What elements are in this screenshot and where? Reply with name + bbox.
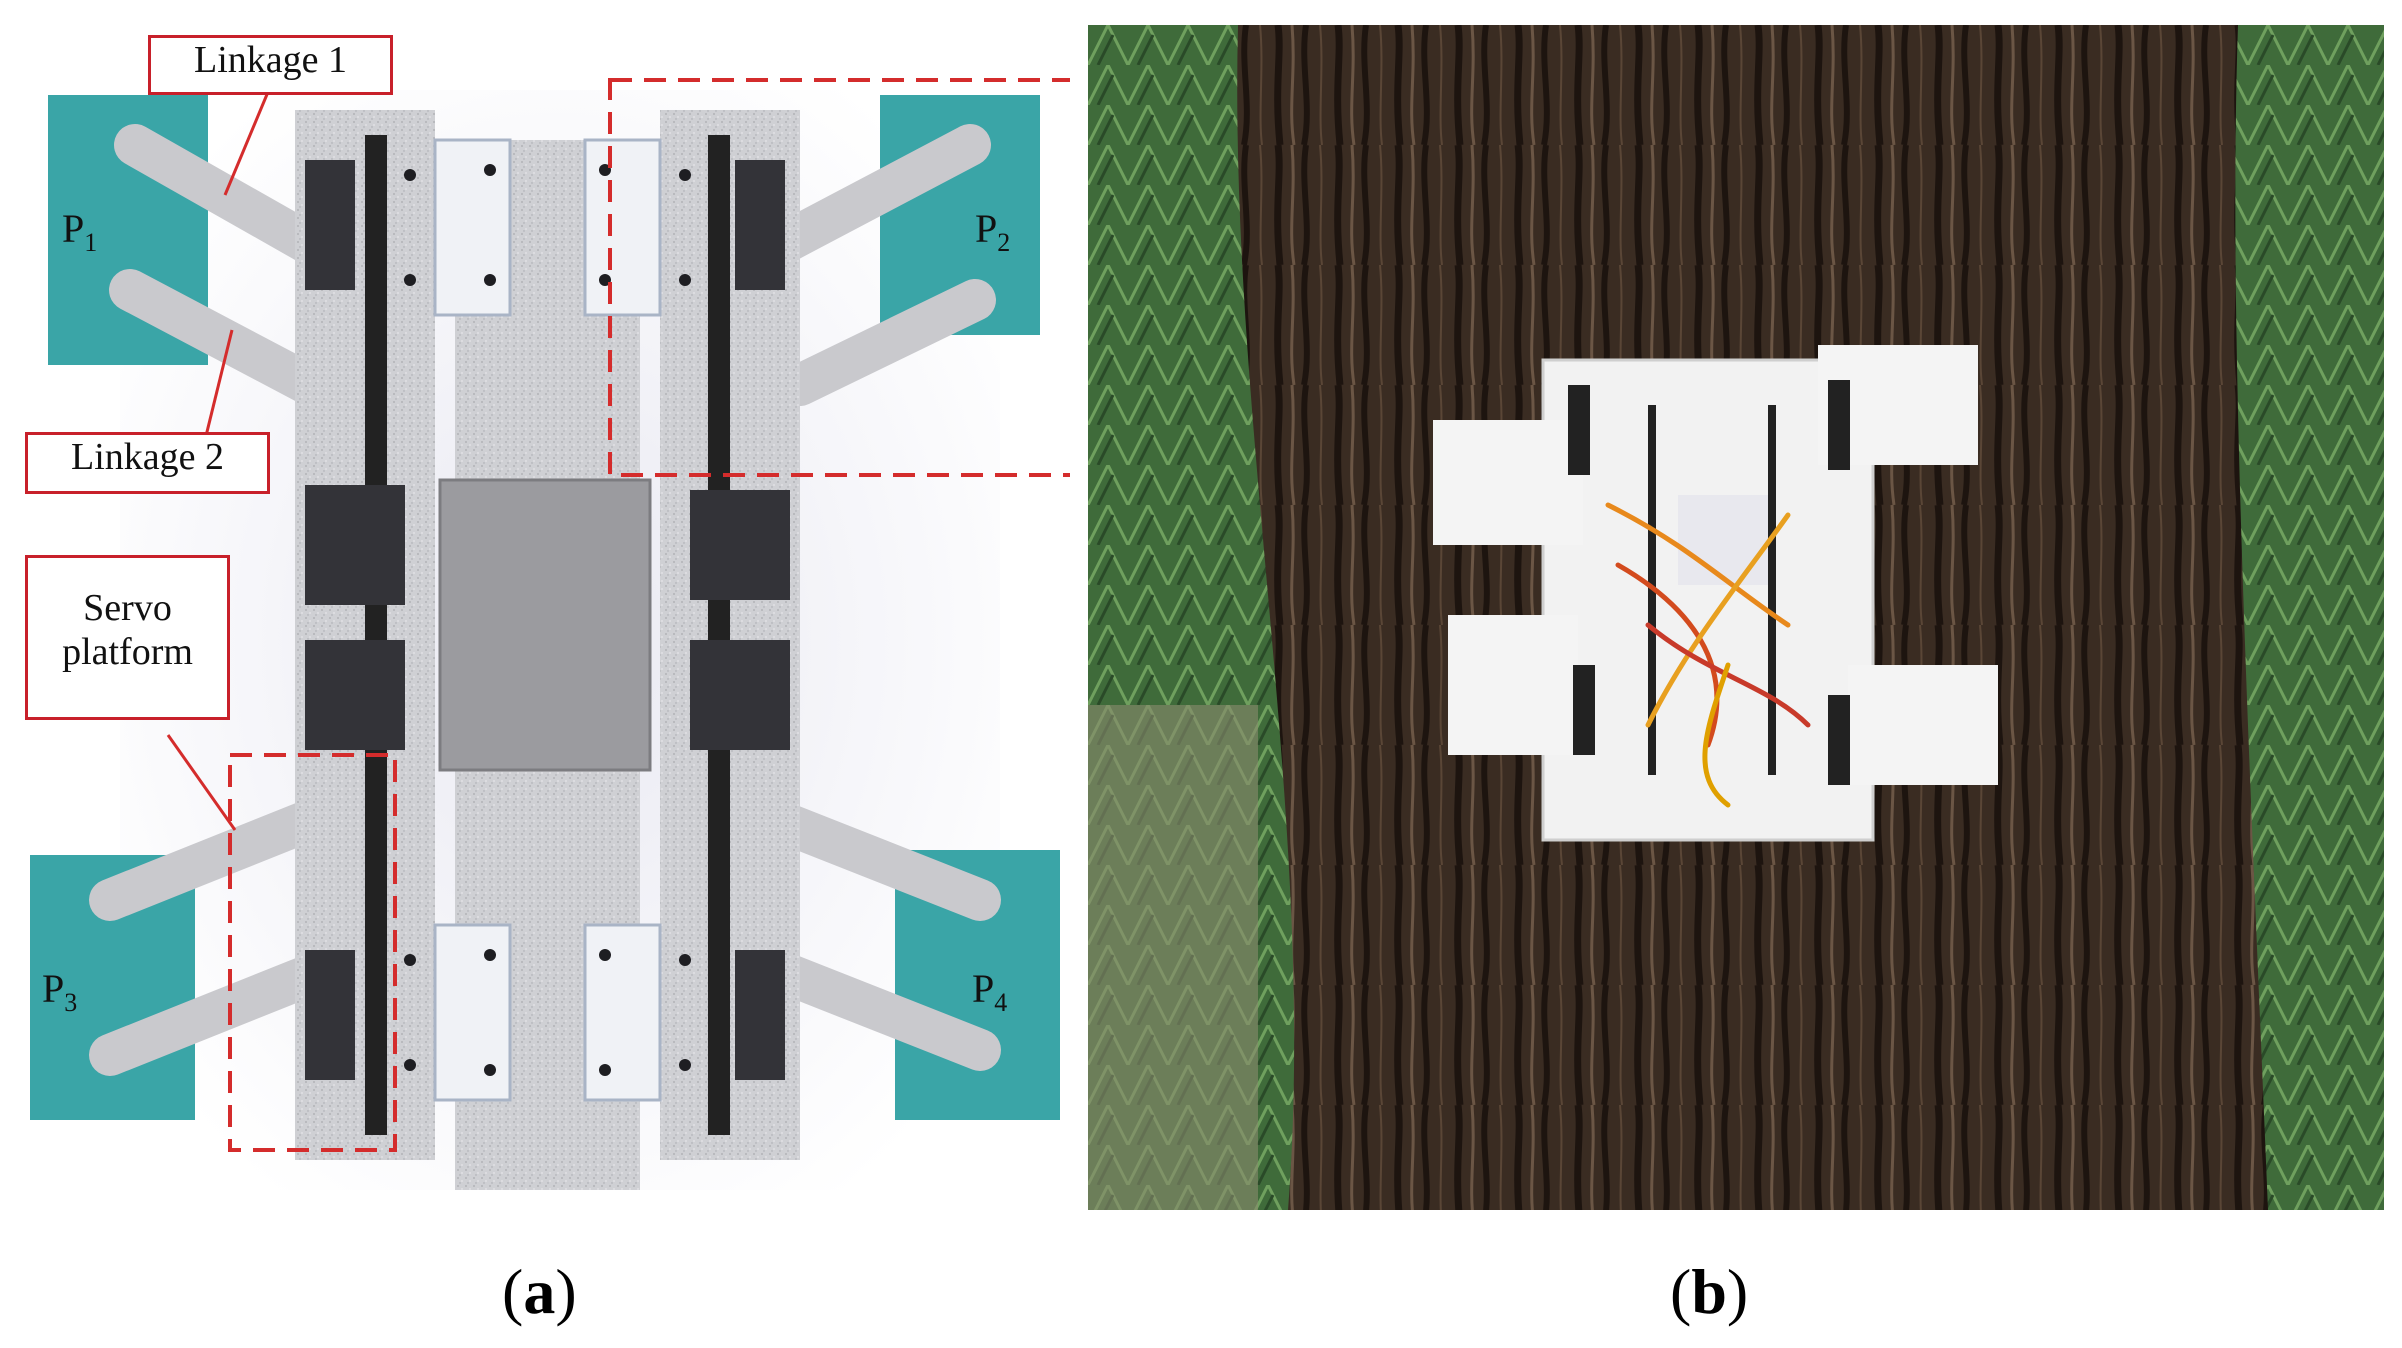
bolt-holes <box>404 164 691 1076</box>
panel-b-photo <box>1088 25 2384 1210</box>
callout-servo-line1: Servo <box>83 587 172 629</box>
caption-a-close: ) <box>555 1256 577 1327</box>
pad-label-p4-base: P <box>972 966 995 1011</box>
callout-linkage-2: Linkage 2 <box>25 432 270 494</box>
pad-label-p3-base: P <box>42 966 65 1011</box>
pad-label-p4-sub: 4 <box>994 988 1008 1017</box>
caption-a-letter: a <box>523 1256 556 1327</box>
pad-label-p3: P3 <box>42 965 77 1018</box>
caption-b-open: ( <box>1670 1256 1692 1327</box>
panel-a-cad-render: Linkage 1 Linkage 2 Servo platform P1 P2… <box>0 0 1077 1210</box>
pad-label-p1-base: P <box>62 206 85 251</box>
pad-label-p2-base: P <box>975 206 998 251</box>
control-board-plate <box>438 478 652 772</box>
brackets <box>433 138 662 1102</box>
callout-linkage-2-text: Linkage 2 <box>70 436 224 478</box>
callout-servo-line2: platform <box>62 631 193 673</box>
tree-photo-illustration <box>1088 25 2384 1210</box>
caption-a-open: ( <box>502 1256 524 1327</box>
caption-b: (b) <box>1670 1255 1748 1329</box>
caption-a: (a) <box>502 1255 577 1329</box>
pad-label-p3-sub: 3 <box>64 988 78 1017</box>
callout-linkage-1-text: Linkage 1 <box>193 39 347 81</box>
caption-b-close: ) <box>1726 1256 1749 1327</box>
callout-servo-platform: Servo platform <box>25 555 230 720</box>
linkage-arms <box>89 124 1001 1076</box>
pad-label-p1-sub: 1 <box>84 228 98 257</box>
pad-label-p2: P2 <box>975 205 1010 258</box>
callout-linkage-1: Linkage 1 <box>148 35 393 95</box>
highlight-box-servo-platform <box>228 753 397 1152</box>
servo-motors <box>305 160 790 1080</box>
caption-b-letter: b <box>1691 1256 1727 1327</box>
robot-on-tree <box>1433 345 1998 842</box>
pad-label-p2-sub: 2 <box>997 228 1011 257</box>
robot-cad-drawing <box>0 0 1077 1210</box>
pad-label-p1: P1 <box>62 205 97 258</box>
pad-label-p4: P4 <box>972 965 1007 1018</box>
